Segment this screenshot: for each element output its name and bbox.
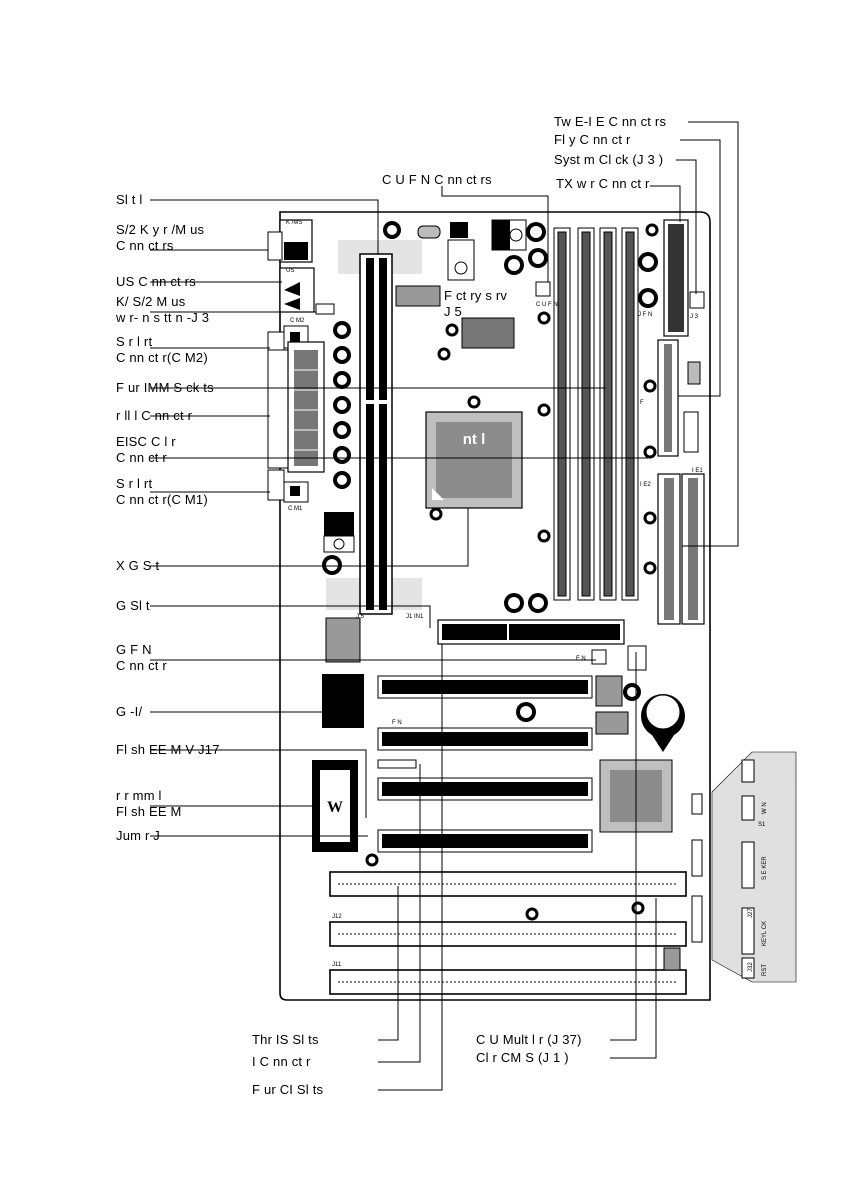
board-j12: J12 — [332, 914, 342, 920]
label-factory-2: J 5 — [444, 304, 462, 319]
chip-mid — [461, 317, 515, 349]
regulator-top — [447, 219, 527, 281]
crystal — [417, 225, 441, 239]
board-cpu-fan: C U F N — [536, 302, 558, 308]
label-agp-slot: G Sl t — [116, 598, 150, 613]
board-j11: J11 — [332, 962, 342, 968]
label-flash-1: r r mm l — [116, 788, 162, 803]
label-pci: F ur CI Sl ts — [252, 1082, 324, 1097]
label-agp-io: G -I/ — [116, 704, 143, 719]
board-com2: C M2 — [290, 318, 305, 324]
label-i2c: I C nn ct r — [252, 1054, 311, 1069]
board-fn2: F N — [392, 720, 402, 726]
chip-small-2 — [595, 711, 629, 735]
board-jn1: J1 IN1 — [406, 614, 424, 620]
label-two-ide: Tw E-I E C nn ct rs — [554, 114, 667, 129]
label-agp-pro: X G S t — [116, 558, 160, 573]
multiplier-jumper — [627, 645, 647, 671]
label-kb-pwr-1: K/ S/2 M us — [116, 294, 186, 309]
board-keylck: KEYL CK — [762, 921, 768, 946]
label-ps2-kbd-1: S/2 K y r /M us — [116, 222, 205, 237]
floppy-connector — [657, 339, 701, 457]
label-sysclk: Syst m Cl ck (J 3 ) — [554, 152, 664, 167]
cpu-fan-conn — [535, 281, 551, 297]
board-ide1: I E1 — [692, 468, 703, 474]
label-jumper: Jum r J — [116, 828, 161, 843]
label-ps2-kbd-2: C nn ct rs — [116, 238, 174, 253]
northbridge-chip: nt l — [425, 411, 523, 509]
atx-power-connector — [663, 219, 689, 337]
label-atx-power: TX w r C nn ct r — [556, 176, 650, 191]
label-dimm: F ur IMM S ck ts — [116, 380, 214, 395]
label-com1-1: S r l rt — [116, 476, 153, 491]
label-com1-2: C nn ct r(C M1) — [116, 492, 208, 507]
usb-connector — [279, 267, 315, 313]
label-com2-2: C nn ct r(C M2) — [116, 350, 208, 365]
label-cpu-mult: C U Mult l r (J 37) — [476, 1032, 582, 1047]
label-parallel: r ll l C nn ct r — [116, 408, 193, 423]
ide-connectors — [657, 473, 705, 625]
svg-text:W: W — [327, 799, 343, 816]
sysclk-jumper — [689, 291, 705, 309]
board-wn: W N — [762, 802, 768, 814]
board-j32: J32 — [748, 962, 754, 972]
board-usb: US — [286, 268, 294, 274]
i2c-conn — [377, 759, 417, 769]
label-flash-mv: Fl sh EE M V J17 — [116, 742, 220, 757]
board-com1: C M1 — [288, 506, 303, 512]
leader-lines — [150, 121, 739, 1091]
regulator-left — [323, 512, 355, 553]
label-com2-1: S r l rt — [116, 334, 153, 349]
slot1 — [359, 253, 393, 615]
board-kms: K /MS — [286, 220, 302, 226]
board-outline — [279, 211, 711, 1001]
label-eisc-1: EISC C l r — [116, 434, 176, 449]
front-panel-panel — [691, 751, 797, 983]
label-clear-cmos: Cl r CM S (J 1 ) — [476, 1050, 569, 1065]
kb-pwr-jumper — [315, 303, 335, 315]
label-eisc-2: C nn ct r — [116, 450, 167, 465]
label-agp-fan-1: G F N — [116, 642, 152, 657]
label-kb-pwr-2: w r- n s tt n -J 3 — [116, 310, 210, 325]
board-ide2: I E2 — [640, 482, 651, 488]
small-holes — [365, 223, 659, 921]
chip-small-1 — [595, 675, 623, 707]
isa-slots — [329, 871, 687, 995]
agp-chip-small — [325, 617, 361, 663]
board-s1: S1 — [758, 822, 766, 828]
board-j3: J 3 — [690, 314, 699, 320]
label-floppy: Fl y C nn ct r — [554, 132, 631, 147]
label-flash-2: Fl sh EE M — [116, 804, 182, 819]
label-isa: Thr IS Sl ts — [252, 1032, 319, 1047]
board-rst: RST — [762, 964, 768, 976]
com1-connector — [267, 469, 309, 503]
northbridge-logo: nt l — [463, 431, 486, 448]
label-factory-1: F ct ry s rv — [444, 288, 508, 303]
label-agp-fan-2: C nn ct r — [116, 658, 167, 673]
battery — [641, 694, 685, 752]
label-usb: US C nn ct rs — [116, 274, 196, 289]
board-j-fan: J F N — [638, 312, 652, 318]
board-j27: J27 — [748, 908, 754, 918]
flash-eeprom: W — [312, 760, 358, 852]
ps2-connector — [267, 219, 313, 263]
agp-fan-conn — [591, 649, 607, 665]
label-slot1: Sl t l — [116, 192, 143, 207]
dimm-sockets — [553, 227, 639, 601]
agp-chip — [322, 674, 364, 728]
agp-slot — [437, 619, 625, 645]
board-f: F — [640, 400, 644, 406]
label-cpu-fan: C U F N C nn ct rs — [382, 172, 492, 187]
chip-small-3 — [663, 947, 681, 971]
board-j5: J 5 — [356, 614, 365, 620]
pci-slots — [377, 675, 593, 853]
bios-chip-top — [395, 285, 441, 307]
capacitors — [322, 221, 658, 722]
board-speaker: S E KER — [762, 856, 768, 880]
parallel-connector — [267, 341, 325, 473]
board-fn: F N — [576, 656, 586, 662]
